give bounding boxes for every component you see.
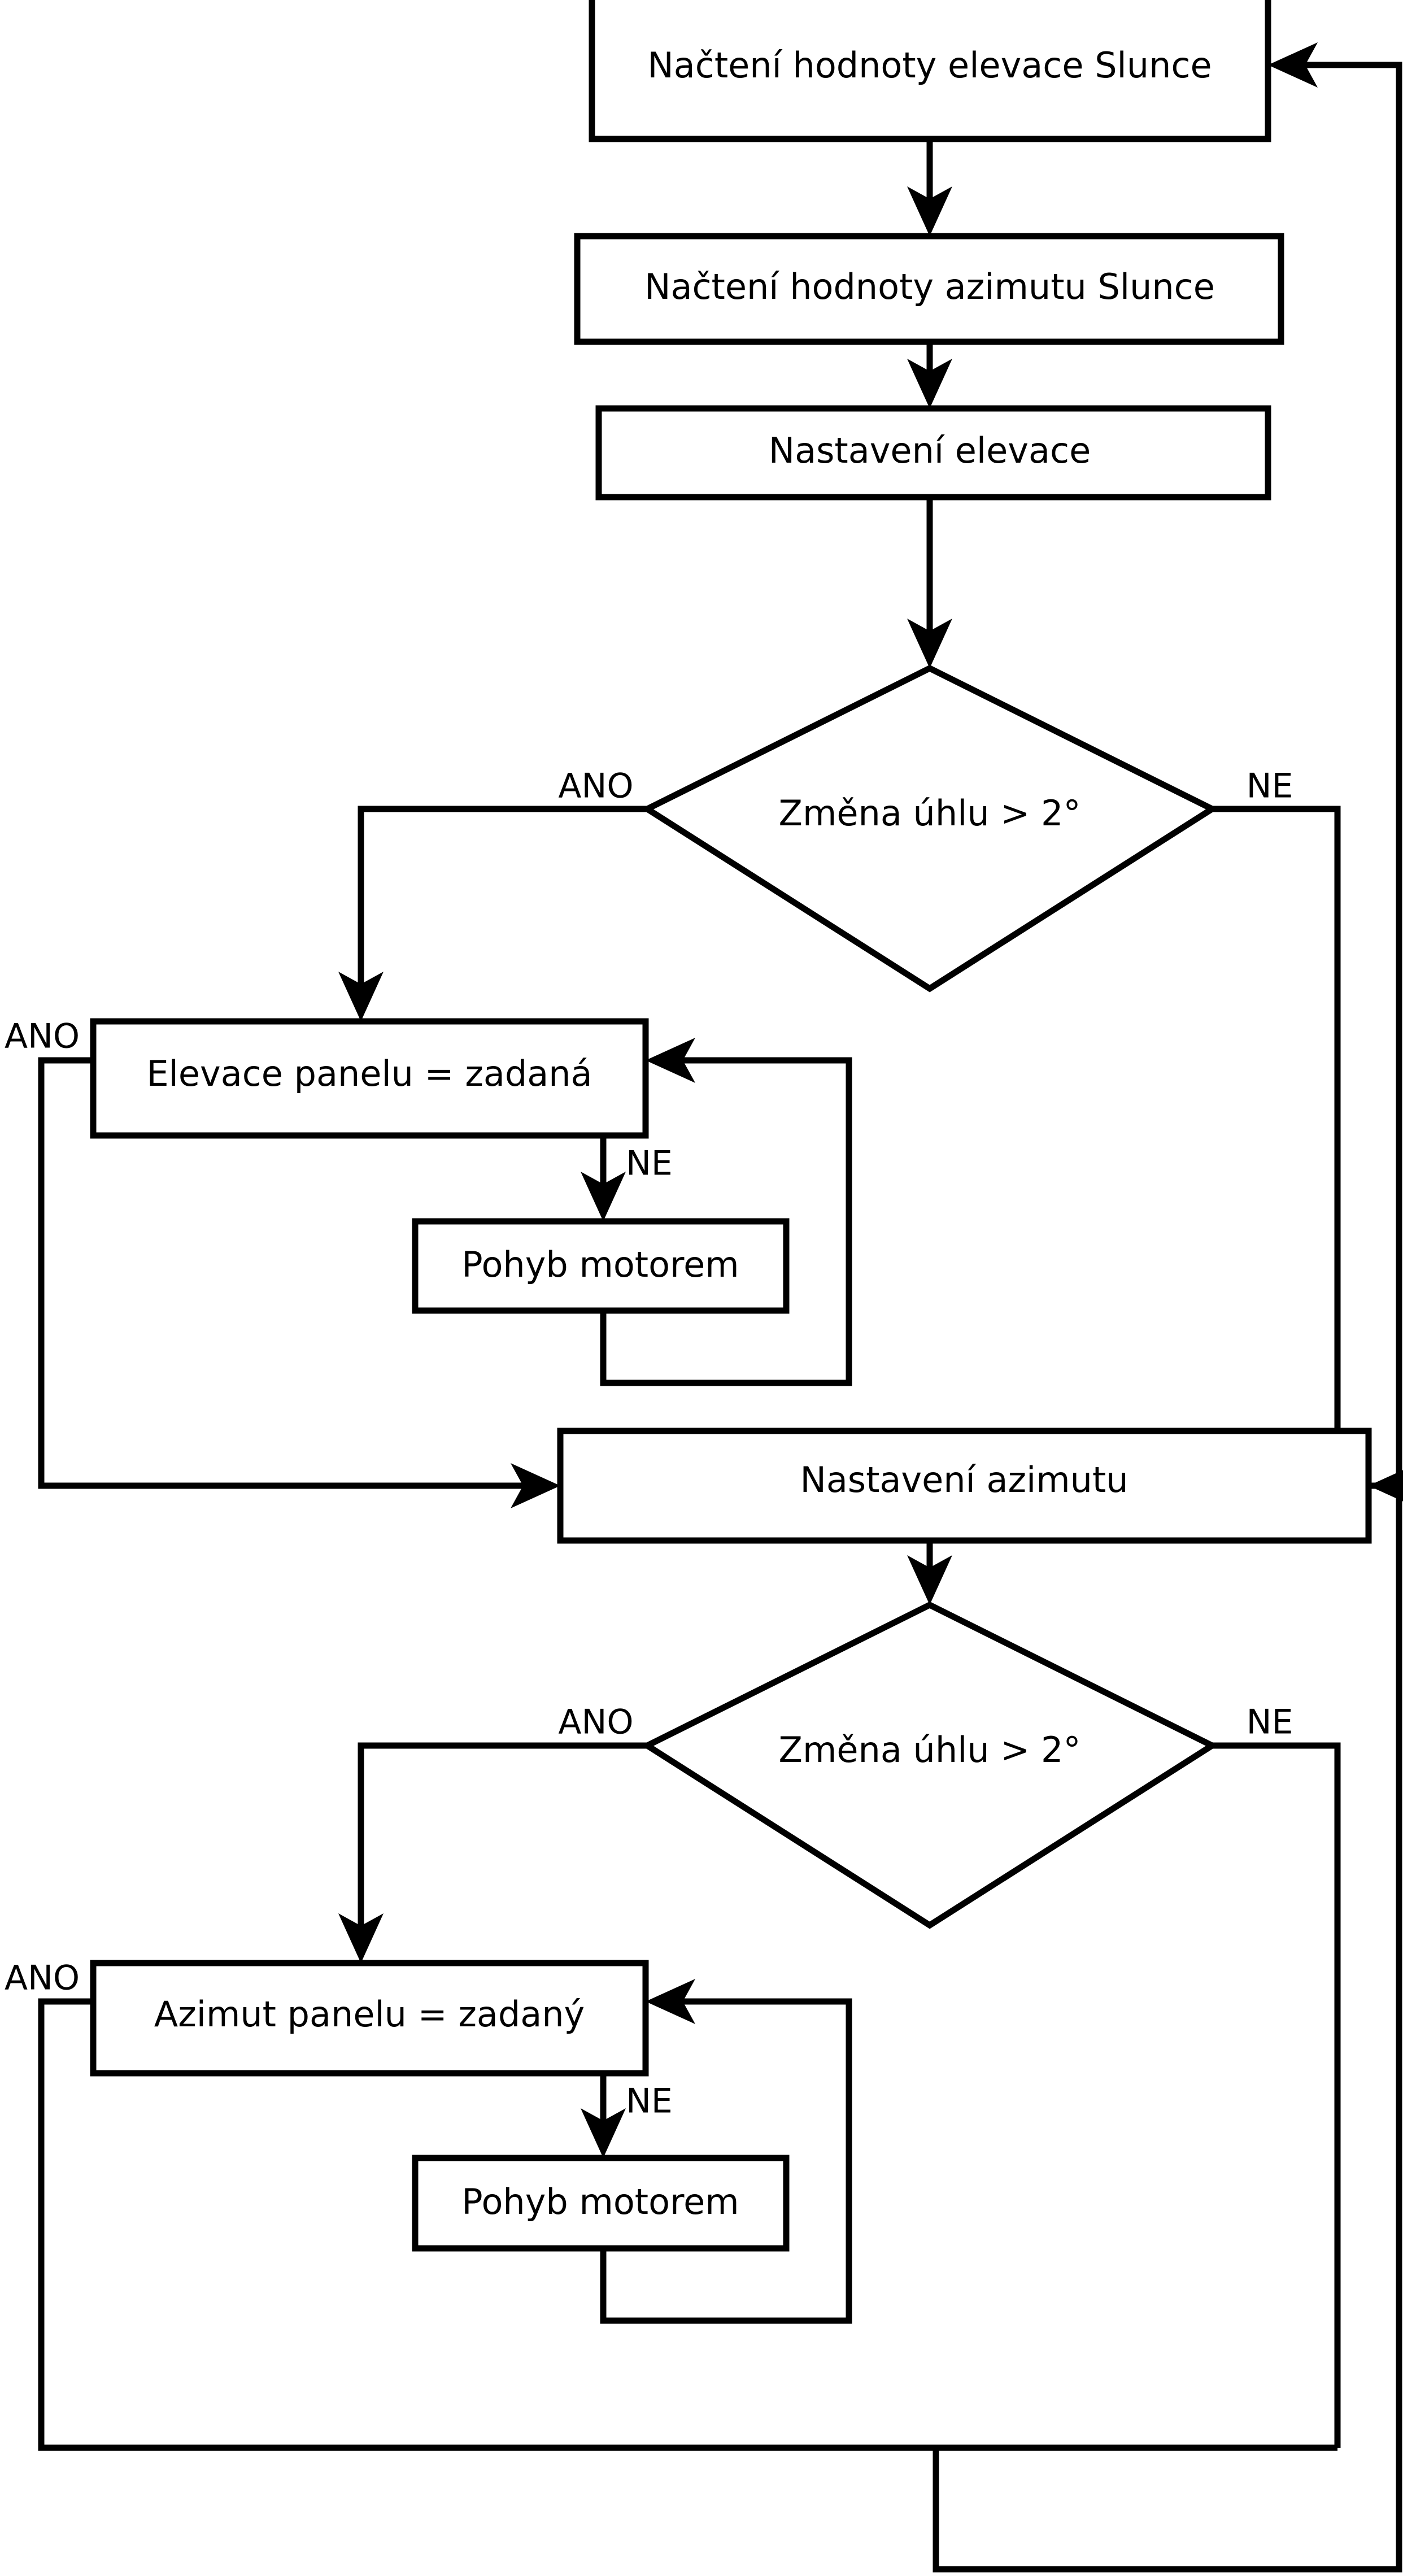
edge-return-to-start [933,62,1402,2573]
edge-motor-azimuth-loopback [600,1998,852,2324]
edge-label-panel-azimuth-yes: ANO [5,1959,80,1998]
edge-label-panel-azimuth-no: NE [626,2082,673,2121]
node-motor-move-elevation-shape [412,1218,790,1314]
arrowhead-to-decision-azimuth [907,1555,952,1605]
edge-label-decision-elevation-yes: ANO [558,767,633,806]
node-read-elevation[interactable]: Načtení hodnoty elevace Slunce [589,0,1271,142]
node-motor-move-elevation-label: Pohyb motorem [461,1244,739,1285]
node-panel-elevation-equals-shape [90,1018,649,1139]
arrowhead-decision-azimuth-yes [338,1913,384,1963]
node-set-azimuth-shape [557,1428,1372,1544]
node-decision-azimuth-shape [640,1601,1219,1929]
node-set-elevation-shape [595,405,1271,501]
node-set-elevation[interactable]: Nastavení elevace [595,405,1271,501]
edge-motor-elevation-loopback [600,1057,852,1386]
arrowhead-motor-azimuth-loopback [646,1979,695,2024]
node-motor-move-azimuth-label: Pohyb motorem [461,2181,739,2222]
node-decision-elevation-label: Změna úhlu > 2° [779,793,1081,834]
node-read-azimuth-label: Načtení hodnoty azimutu Slunce [644,266,1215,307]
node-set-elevation-label: Nastavení elevace [769,430,1091,471]
edge-panel-azimuth-yes [38,1998,1337,2451]
edge-decision-azimuth-yes [358,1742,647,1942]
arrowhead-to-set-elevation [907,359,952,408]
edge-decision-elevation-no [1212,806,1403,1489]
node-decision-azimuth[interactable]: Změna úhlu > 2° [640,1601,1219,1929]
node-panel-azimuth-equals[interactable]: Azimut panelu = zadaný [90,1960,649,2077]
edge-label-panel-elevation-no: NE [626,1144,673,1183]
node-decision-azimuth-label: Změna úhlu > 2° [779,1729,1081,1770]
node-set-azimuth-label: Nastavení azimutu [800,1459,1128,1500]
node-read-elevation-label: Načtení hodnoty elevace Slunce [647,45,1212,86]
arrowhead-to-read-azimuth [907,186,952,236]
node-motor-move-elevation[interactable]: Pohyb motorem [412,1218,790,1314]
edge-label-decision-azimuth-no: NE [1247,1703,1293,1742]
node-read-azimuth-shape [574,233,1284,345]
node-panel-elevation-equals-label: Elevace panelu = zadaná [146,1053,592,1094]
node-panel-elevation-equals[interactable]: Elevace panelu = zadaná [90,1018,649,1139]
arrowhead-decision-elevation-no [1369,1470,1403,1502]
node-set-azimuth[interactable]: Nastavení azimutu [557,1428,1372,1544]
arrowhead-return-to-start [1268,42,1318,88]
node-read-elevation-shape [589,0,1271,142]
node-panel-azimuth-equals-shape [90,1960,649,2077]
node-motor-move-azimuth[interactable]: Pohyb motorem [412,2155,790,2252]
edge-label-decision-azimuth-yes: ANO [558,1703,633,1742]
node-read-azimuth[interactable]: Načtení hodnoty azimutu Slunce [574,233,1284,345]
edge-label-decision-elevation-no: NE [1247,767,1293,806]
arrowhead-panel-elevation-yes [511,1463,560,1508]
edge-decision-elevation-yes [358,806,647,1000]
edge-panel-elevation-yes [38,1057,525,1489]
arrowhead-motor-elevation-loopback [646,1038,695,1083]
arrowhead-decision-elevation-yes [338,972,384,1021]
edge-label-panel-elevation-yes: ANO [5,1017,80,1056]
node-motor-move-azimuth-shape [412,2155,790,2252]
arrowhead-panel-elevation-no [581,1172,626,1221]
node-decision-elevation[interactable]: Změna úhlu > 2° [640,664,1219,993]
arrowhead-to-decision-elevation [907,619,952,668]
arrowhead-panel-azimuth-no [581,2108,626,2158]
edge-decision-azimuth-no [1212,1742,1341,2448]
node-decision-elevation-shape [640,664,1219,993]
node-panel-azimuth-equals-label: Azimut panelu = zadaný [154,1994,585,2035]
